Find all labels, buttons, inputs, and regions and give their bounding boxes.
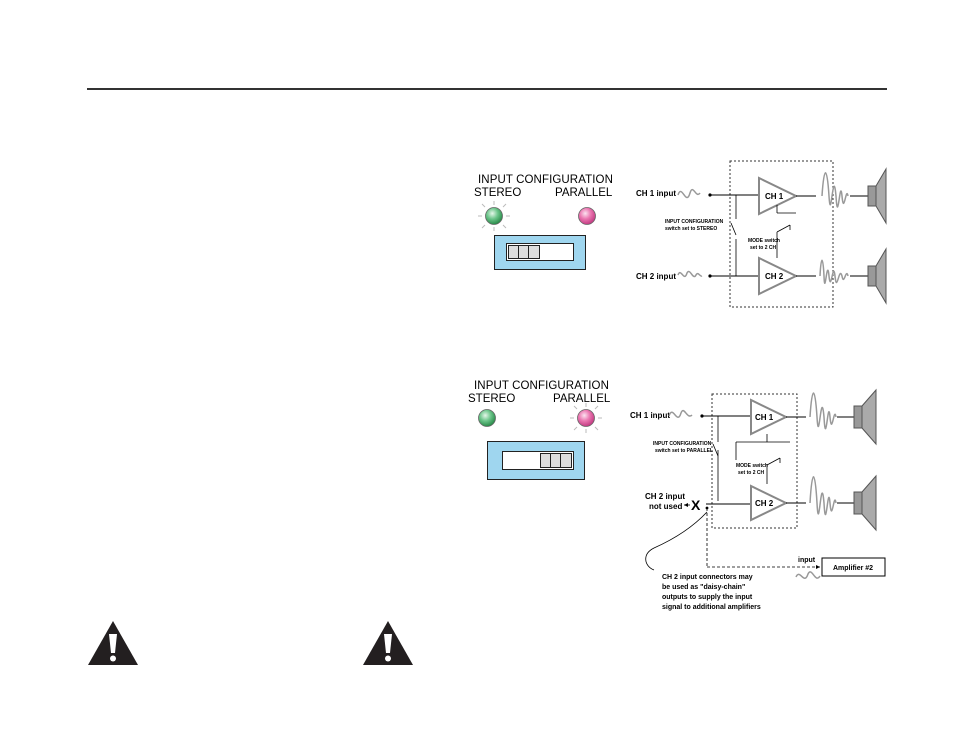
ch2-output-waveform [809, 476, 837, 516]
callout-curve [645, 511, 708, 571]
ch2-amplifier-label: CH 2 [755, 499, 774, 508]
ch1-amplifier-label: CH 1 [765, 192, 784, 201]
parallel-led-unlit [578, 207, 596, 225]
mode-note-line2: set to 2 CH [750, 245, 777, 251]
parallel-label: PARALLEL [555, 187, 613, 199]
ch1-amplifier [758, 176, 799, 216]
panel-title: INPUT CONFIGURATION [478, 174, 614, 186]
switch-note-line2: switch set to PARALLEL [655, 448, 713, 454]
ch1-input-waveform [677, 188, 701, 199]
input-config-switch-symbol [712, 443, 719, 457]
parallel-led-lit [570, 403, 602, 433]
parallel-signal-diagram: CH 1 input CH 1 INPUT CONFIGURATION swit… [630, 388, 886, 611]
switch-knob-stereo-position[interactable] [508, 245, 540, 259]
input-config-switch[interactable] [487, 441, 585, 480]
amplifier-2-box [821, 557, 886, 577]
ch2-input-label: CH 2 input [645, 492, 685, 501]
daisy-note-line1: CH 2 input connectors may [662, 574, 753, 581]
mode-switch-symbol [776, 224, 791, 233]
ch1-output-waveform [821, 172, 849, 208]
ch2-speaker-icon [853, 491, 863, 515]
ch2-not-used-label: not used [649, 502, 682, 511]
ch1-input-label: CH 1 input [630, 411, 670, 420]
warning-icon [363, 621, 413, 665]
parallel-label: PARALLEL [553, 393, 611, 405]
stereo-label: STEREO [468, 393, 516, 405]
daisy-waveform [795, 571, 821, 580]
ch2-input-waveform [677, 270, 703, 278]
daisy-note-line2: be used as "daisy-chain" [662, 584, 745, 591]
panel-title: INPUT CONFIGURATION [474, 380, 610, 392]
header-rule [87, 88, 887, 90]
stereo-signal-diagram: CH 1 input CH 1 INPUT CONFIGURATION swit… [636, 160, 887, 308]
amplifier-boundary [729, 160, 834, 308]
ch1-input-waveform [668, 409, 693, 419]
switch-note-line1: INPUT CONFIGURATION [653, 441, 712, 447]
mode-switch-symbol [766, 457, 781, 466]
switch-note-line2: switch set to STEREO [665, 226, 717, 232]
mode-note-line2: set to 2 CH [738, 470, 765, 476]
ch1-output-waveform [809, 392, 837, 430]
switch-note-line1: INPUT CONFIGURATION [665, 219, 724, 225]
warning-icon [88, 621, 138, 665]
stereo-led-lit [478, 201, 510, 231]
ch2-amplifier-label: CH 2 [765, 272, 784, 281]
ch2-amplifier [758, 256, 799, 296]
daisy-note-line3: outputs to supply the input [662, 594, 753, 601]
mode-note-line1: MODE switch [736, 463, 768, 469]
ch1-speaker-icon [853, 405, 863, 429]
ch1-speaker-icon [867, 185, 877, 207]
ch2-input-label: CH 2 input [636, 272, 676, 281]
switch-slot [502, 451, 574, 470]
input-config-switch[interactable] [494, 235, 586, 270]
amplifier-boundary [711, 393, 798, 529]
ch2-input-jack [708, 274, 712, 278]
ch1-input-jack [700, 414, 704, 418]
stereo-label: STEREO [474, 187, 522, 199]
mode-note-line1: MODE switch [748, 238, 780, 244]
stereo-led-unlit [478, 409, 496, 427]
ch1-amplifier [750, 398, 789, 436]
daisy-note-line4: signal to additional amplifiers [662, 604, 761, 611]
switch-knob-parallel-position[interactable] [540, 453, 572, 468]
ch2-amplifier [750, 484, 789, 522]
amplifier-2-label: Amplifier #2 [833, 565, 873, 572]
ch2-output-waveform [819, 259, 849, 284]
ch1-input-label: CH 1 input [636, 189, 676, 198]
daisy-input-label: input [798, 557, 816, 564]
ch2-speaker-icon [867, 265, 877, 287]
switch-slot [506, 243, 574, 261]
not-used-x-mark: X [691, 497, 701, 513]
input-config-switch-symbol [730, 222, 737, 236]
ch1-amplifier-label: CH 1 [755, 413, 774, 422]
ch1-input-jack [708, 193, 712, 197]
